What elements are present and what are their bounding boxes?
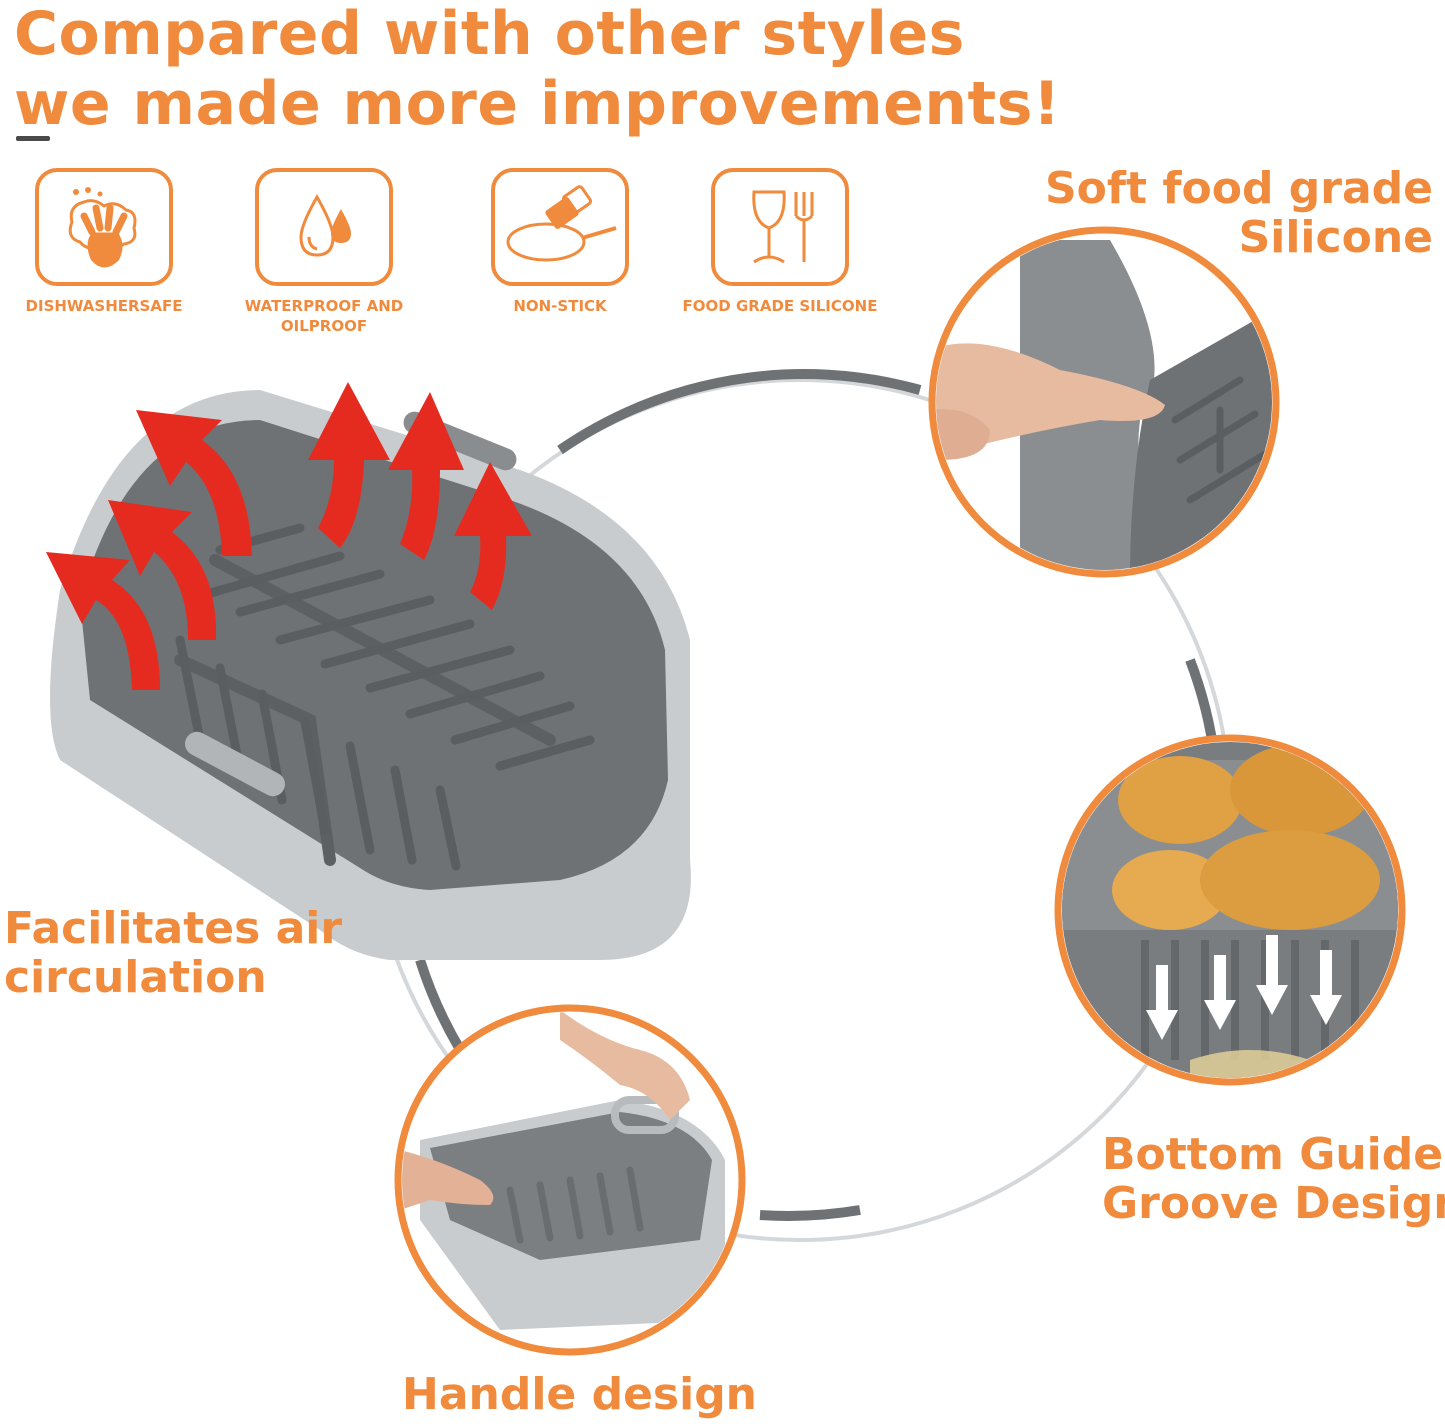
main-liner <box>50 390 691 960</box>
callout-line: circulation <box>4 952 267 1004</box>
glass-fork-icon <box>752 190 814 264</box>
callout-line: Soft food grade <box>1044 163 1433 214</box>
callout-line: Bottom Guide <box>1102 1129 1444 1180</box>
feature-food-grade: FOOD GRADE SILICONE <box>680 168 880 316</box>
feature-waterproof: WATERPROOF AND OILPROOF <box>224 168 424 336</box>
feature-label: DISHWASHERSAFE <box>25 297 183 315</box>
feature-icon-box <box>711 168 849 286</box>
water-drops-icon <box>299 193 351 257</box>
feature-dishwasher-safe: DISHWASHERSAFE <box>4 168 204 316</box>
handle-design-photo <box>394 1004 746 1356</box>
callout-handle-design: Handle design <box>402 1369 758 1420</box>
feature-icon-box <box>491 168 629 286</box>
callout-line: Groove Design <box>1102 1178 1445 1230</box>
air-flow-arrows <box>46 382 532 690</box>
callout-line: Facilitates air <box>4 903 343 954</box>
headline-line-1: Compared with other styles <box>14 0 965 69</box>
callout-line: Handle design <box>402 1369 758 1420</box>
soft-silicone-photo <box>928 226 1280 578</box>
pan-spatula-icon <box>506 185 617 262</box>
underline-mark <box>16 136 50 141</box>
headline-line-2: we made more improvements! <box>14 69 1061 139</box>
feature-non-stick: NON-STICK <box>460 168 660 316</box>
feature-label: WATERPROOF AND OILPROOF <box>244 297 404 335</box>
callout-groove-design: Bottom Guide Groove Design <box>1102 1130 1445 1229</box>
feature-icon-box <box>255 168 393 286</box>
callout-soft-silicone: Soft food grade Silicone <box>1045 164 1433 263</box>
groove-design-photo <box>1054 734 1406 1086</box>
hand-washing-icon <box>68 187 137 268</box>
callout-air-circulation: Facilitates air circulation <box>4 904 342 1003</box>
callout-line: Silicone <box>1238 212 1433 264</box>
feature-label: FOOD GRADE SILICONE <box>682 297 878 315</box>
feature-icon-box <box>35 168 173 286</box>
feature-label: NON-STICK <box>513 297 607 315</box>
